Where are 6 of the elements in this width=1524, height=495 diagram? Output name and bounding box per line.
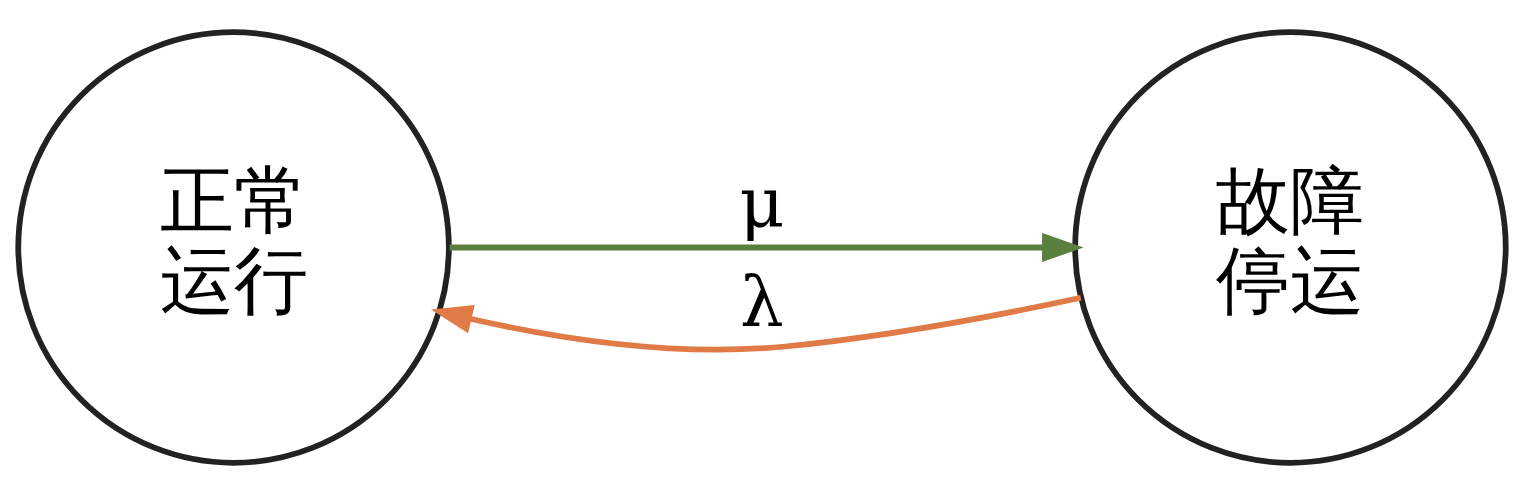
edge-label: μ: [739, 162, 785, 243]
edge-label: λ: [740, 261, 784, 342]
node-circle: 故障停运: [1072, 29, 1509, 466]
arrow: [431, 294, 1082, 353]
node-circle: 正常运行: [15, 29, 452, 466]
arrow: [449, 232, 1084, 263]
